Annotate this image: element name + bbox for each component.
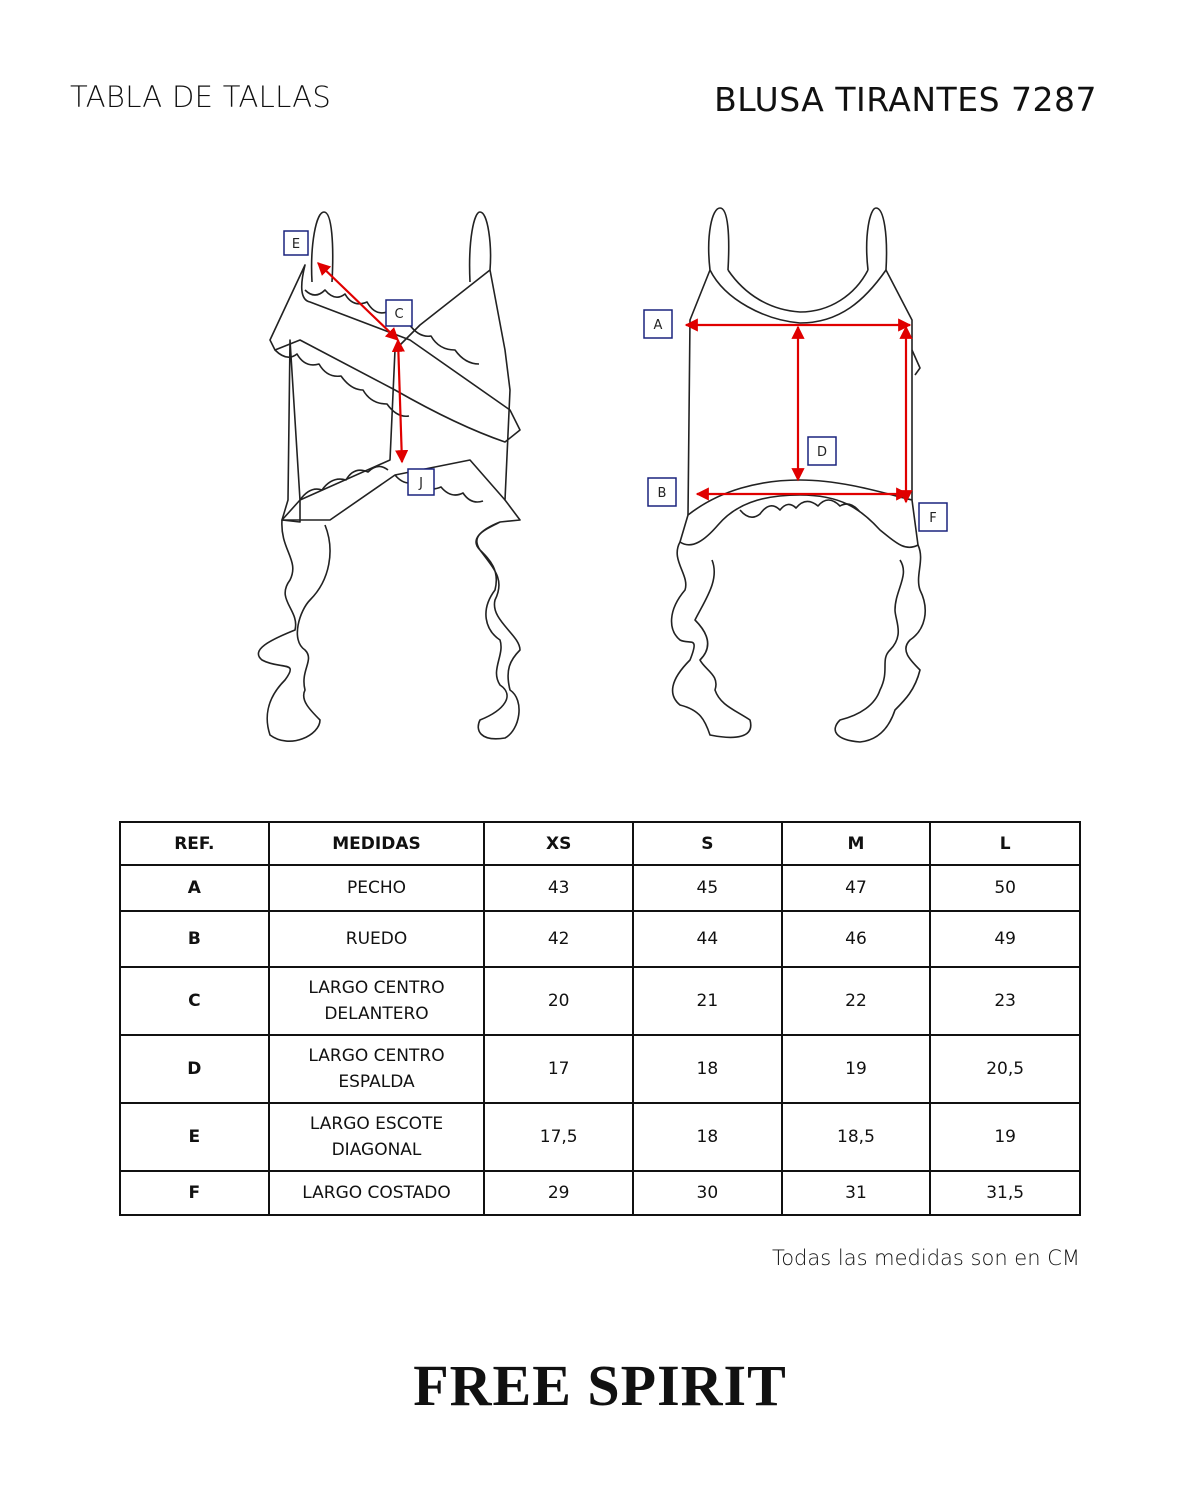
svg-text:D: D xyxy=(817,445,827,460)
measure-name-line2: ESPALDA xyxy=(338,1072,415,1092)
m-cell: 19 xyxy=(780,1034,932,1104)
measure-line-e xyxy=(317,262,399,341)
units-note: Todas las medidas son en CM xyxy=(771,1246,1080,1270)
m-cell: 18,5 xyxy=(780,1102,932,1172)
m-cell: 31 xyxy=(780,1170,932,1216)
svg-text:F: F xyxy=(929,511,936,526)
xs-cell: 43 xyxy=(483,864,635,912)
s-cell: 44 xyxy=(632,910,783,968)
xs-cell: 42 xyxy=(483,910,635,968)
m-cell: 47 xyxy=(780,864,932,912)
label-b: B xyxy=(647,477,677,507)
measure-cell: LARGO CENTRO ESPALDA xyxy=(267,1034,486,1104)
label-e: E xyxy=(283,230,309,256)
measure-name-line2: DELANTERO xyxy=(324,1004,429,1024)
table-row: E LARGO ESCOTE DIAGONAL 17,5 18 18,5 19 xyxy=(119,1102,1081,1172)
s-cell: 18 xyxy=(632,1034,783,1104)
measure-cell: PECHO xyxy=(267,864,486,912)
measure-name: PECHO xyxy=(346,878,407,898)
measure-name-line1: LARGO CENTRO xyxy=(308,1046,445,1066)
measure-name: LARGO COSTADO xyxy=(302,1183,451,1203)
label-c: C xyxy=(385,299,413,327)
l-cell: 19 xyxy=(929,1102,1081,1172)
brand-logo: FREE SPIRIT xyxy=(413,1353,787,1418)
s-cell: 18 xyxy=(632,1102,783,1172)
l-cell: 23 xyxy=(929,966,1081,1036)
l-cell: 49 xyxy=(929,910,1081,968)
ref-cell: B xyxy=(119,910,270,968)
s-cell: 21 xyxy=(632,966,783,1036)
column-header-l: L xyxy=(929,821,1081,866)
product-title: BLUSA TIRANTES 7287 xyxy=(714,80,1097,119)
label-d: D xyxy=(807,436,837,466)
measure-cell: LARGO COSTADO xyxy=(267,1170,486,1216)
size-chart-title: TABLA DE TALLAS xyxy=(70,80,332,114)
ref-cell: D xyxy=(119,1034,270,1104)
svg-text:A: A xyxy=(654,318,663,333)
column-header-medidas: MEDIDAS xyxy=(267,821,486,866)
svg-text:J: J xyxy=(418,476,423,491)
ref-cell: C xyxy=(119,966,270,1036)
l-cell: 31,5 xyxy=(929,1170,1081,1216)
l-cell: 20,5 xyxy=(929,1034,1081,1104)
table-row: F LARGO COSTADO 29 30 31 31,5 xyxy=(119,1170,1081,1216)
label-j: J xyxy=(407,468,435,496)
measure-cell: RUEDO xyxy=(267,910,486,968)
xs-cell: 17 xyxy=(483,1034,635,1104)
s-cell: 45 xyxy=(632,864,783,912)
svg-text:B: B xyxy=(658,486,667,501)
garment-diagrams: E C J A D xyxy=(257,207,948,743)
table-row: D LARGO CENTRO ESPALDA 17 18 19 20,5 xyxy=(119,1034,1081,1104)
measure-name: RUEDO xyxy=(345,929,408,949)
front-view-drawing xyxy=(257,211,521,742)
column-header-m: M xyxy=(780,821,932,866)
label-a: A xyxy=(643,309,673,339)
xs-cell: 29 xyxy=(483,1170,635,1216)
table-header-row: REF. MEDIDAS XS S M L xyxy=(119,821,1081,866)
m-cell: 22 xyxy=(780,966,932,1036)
measure-cell: LARGO ESCOTE DIAGONAL xyxy=(267,1102,486,1172)
table-row: B RUEDO 42 44 46 49 xyxy=(119,910,1081,968)
xs-cell: 17,5 xyxy=(483,1102,635,1172)
column-header-xs: XS xyxy=(483,821,635,866)
l-cell: 50 xyxy=(929,864,1081,912)
label-f: F xyxy=(918,502,948,532)
column-header-ref: REF. xyxy=(119,821,270,866)
ref-cell: F xyxy=(119,1170,270,1216)
size-table: REF. MEDIDAS XS S M L A PECHO 43 45 47 5… xyxy=(119,821,1081,1216)
measure-name-line1: LARGO ESCOTE xyxy=(309,1114,444,1134)
s-cell: 30 xyxy=(632,1170,783,1216)
column-header-s: S xyxy=(632,821,783,866)
measure-cell: LARGO CENTRO DELANTERO xyxy=(267,966,486,1036)
measure-name-line1: LARGO CENTRO xyxy=(308,978,445,998)
measure-name-line2: DIAGONAL xyxy=(331,1140,422,1160)
svg-text:C: C xyxy=(394,307,403,322)
svg-text:E: E xyxy=(292,237,300,252)
measure-line-c xyxy=(391,338,409,464)
m-cell: 46 xyxy=(780,910,932,968)
ref-cell: E xyxy=(119,1102,270,1172)
table-row: C LARGO CENTRO DELANTERO 20 21 22 23 xyxy=(119,966,1081,1036)
xs-cell: 20 xyxy=(483,966,635,1036)
table-row: A PECHO 43 45 47 50 xyxy=(119,864,1081,912)
ref-cell: A xyxy=(119,864,270,912)
